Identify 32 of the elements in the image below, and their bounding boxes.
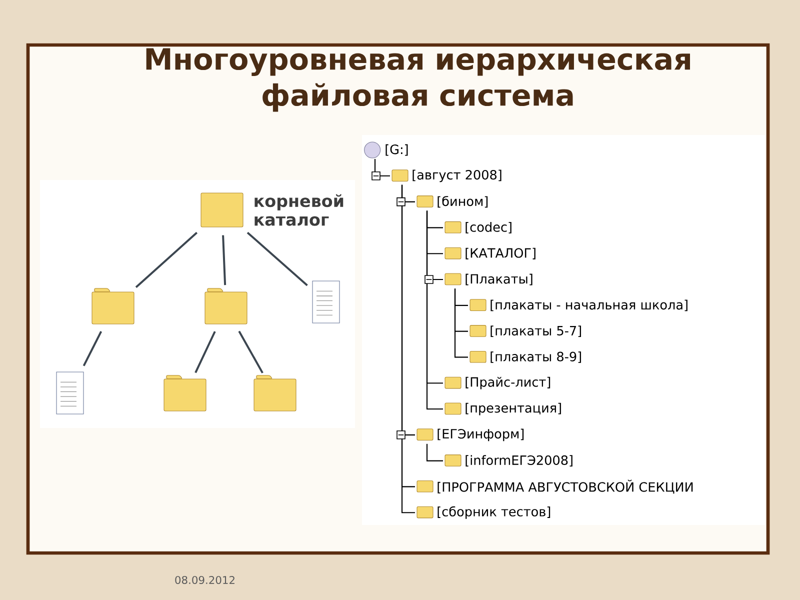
- tree-item: [бином]: [438, 196, 488, 208]
- connector-line: [194, 331, 216, 374]
- tree-item: [плакаты 5-7]: [490, 326, 581, 338]
- tree-line: [426, 444, 443, 462]
- title: Многоуровневая иерархическая файловая система: [146, 48, 690, 112]
- folder-icon: [254, 375, 296, 412]
- document-icon: [56, 372, 84, 414]
- tree-line: [454, 288, 468, 358]
- document-icon: [312, 280, 340, 324]
- tree-item: [ПРОГРАММА АВГУСТОВСКОЙ СЕКЦИИ: [438, 480, 693, 494]
- folder-icon: [92, 288, 134, 324]
- date-label: 08.09.2012: [175, 576, 234, 584]
- tree-item: [informЕГЭ2008]: [466, 455, 572, 467]
- tree-item: [codec]: [466, 222, 512, 234]
- connector-line: [82, 330, 102, 366]
- folder-icon: [164, 375, 206, 412]
- tree-item: [сборник тестов]: [438, 506, 550, 519]
- folder-icon: [204, 288, 248, 324]
- connector-line: [238, 330, 264, 374]
- tree-line: [374, 159, 390, 176]
- connector-line: [246, 232, 308, 286]
- tree-item: [презентация]: [466, 402, 561, 416]
- tree-item: [КАТАЛОГ]: [466, 248, 536, 260]
- tree-item: [плакаты - начальная школа]: [490, 300, 688, 312]
- connector-line: [135, 232, 198, 288]
- tree-item: [Плакаты]: [466, 274, 532, 286]
- tree-item: [плакаты 8-9]: [490, 352, 581, 363]
- tree-item: [август 2008]: [412, 170, 502, 182]
- tree-item: [ЕГЭинформ]: [438, 428, 524, 442]
- connector-line: [222, 235, 226, 286]
- tree-item: [Прайс-лист]: [466, 376, 550, 390]
- tree-item: [G:]: [386, 144, 408, 156]
